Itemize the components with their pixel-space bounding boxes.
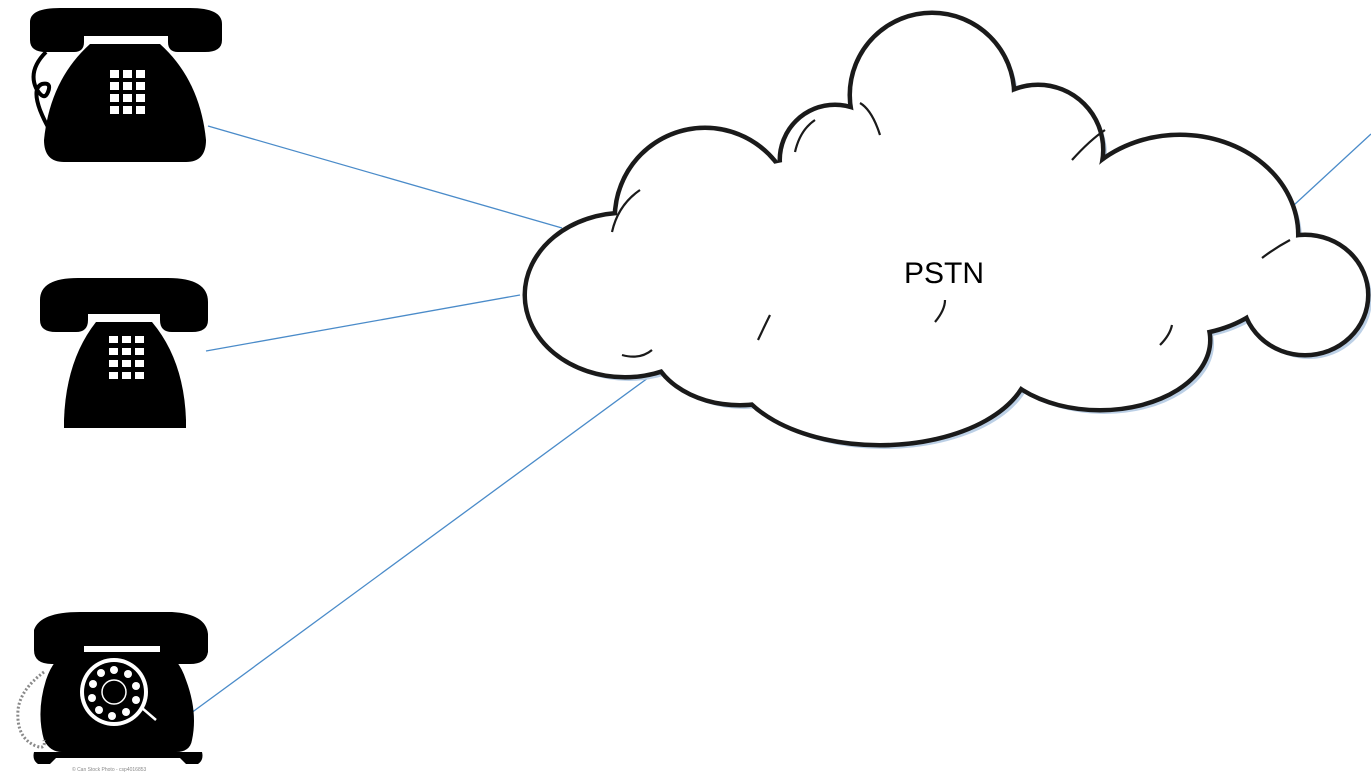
rotary-phone-icon: © Can Stock Photo - csp4016853	[16, 612, 208, 773]
keypad-phone-with-cord-icon	[30, 8, 222, 162]
link-pstn-to-offpage	[1293, 133, 1371, 206]
stock-photo-watermark: © Can Stock Photo - csp4016853	[72, 766, 147, 773]
connector-lines	[186, 125, 1371, 717]
link-phone1-to-pstn	[207, 125, 563, 229]
link-phone3-to-pstn	[186, 374, 653, 717]
link-phone2-to-pstn	[205, 294, 521, 352]
pstn-label: PSTN	[904, 257, 984, 290]
keypad-phone-icon	[40, 278, 208, 428]
pstn-cloud: PSTN	[522, 10, 1371, 449]
